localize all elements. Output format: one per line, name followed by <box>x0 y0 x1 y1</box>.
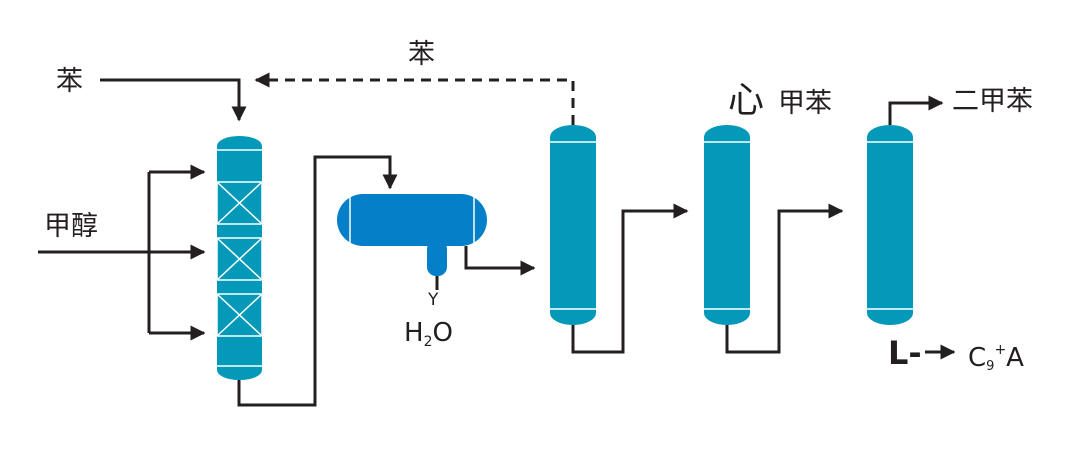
catalyst-bed-3 <box>216 293 263 337</box>
benzene-recycle-label: 苯 <box>408 39 435 70</box>
xylene-overhead-line <box>888 95 944 125</box>
benzene-column <box>550 125 596 325</box>
xylene-column <box>867 125 913 325</box>
methanol-label: 甲醇 <box>44 211 98 242</box>
separator-to-column-line <box>464 246 536 276</box>
water-label: H2O <box>404 318 453 350</box>
xylene-label: 二甲苯 <box>952 86 1033 117</box>
reactor <box>216 136 263 380</box>
heavy-aromatics-label: C9+A <box>968 342 1024 374</box>
toluene-prefix-label: 心 <box>728 80 764 121</box>
separator-drum <box>337 194 487 276</box>
toluene-label: 甲苯 <box>778 88 832 119</box>
toluene-column <box>704 125 750 325</box>
catalyst-bed-2 <box>216 237 263 281</box>
bottoms-prefix-label: L- <box>888 334 922 372</box>
drain-mark-label: Y <box>427 290 439 310</box>
benzene-feed-line <box>100 78 247 122</box>
reactor-outlet-line <box>237 155 398 407</box>
toluene-column-bottoms-line <box>725 203 844 354</box>
catalyst-bed-1 <box>216 181 263 225</box>
benzene-feed-label: 苯 <box>56 66 83 97</box>
benzene-recycle-line <box>254 72 575 125</box>
benzene-column-bottoms-line <box>571 203 689 354</box>
